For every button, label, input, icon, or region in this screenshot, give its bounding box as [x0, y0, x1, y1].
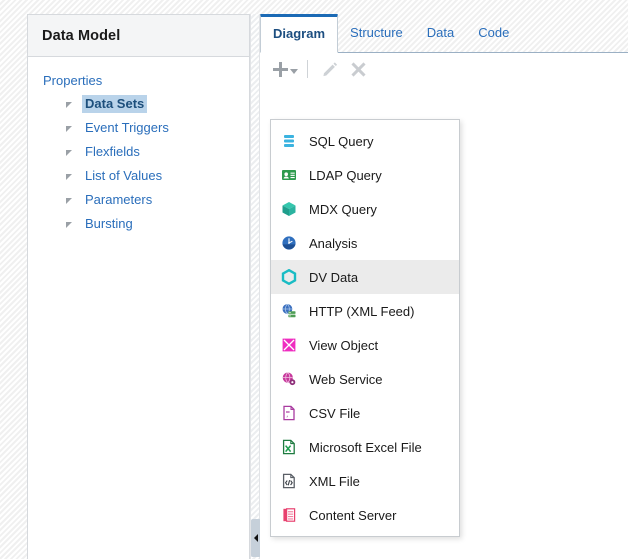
menu-item-sql-query[interactable]: SQL Query	[271, 124, 459, 158]
diagram-canvas: SQL Query LDAP Query	[260, 53, 628, 559]
expand-arrow-icon[interactable]	[66, 125, 72, 132]
tab-diagram[interactable]: Diagram	[260, 14, 339, 53]
add-dataset-menu: SQL Query LDAP Query	[270, 119, 460, 537]
tree-item-list-of-values[interactable]: List of Values	[28, 164, 249, 188]
content-server-icon	[280, 506, 298, 524]
tree-item-flexfields[interactable]: Flexfields	[28, 140, 249, 164]
analysis-icon	[280, 234, 298, 252]
menu-item-xml-file[interactable]: XML File	[271, 464, 459, 498]
database-icon	[280, 132, 298, 150]
menu-item-label: MDX Query	[309, 201, 377, 217]
edit-dataset-button[interactable]	[317, 56, 343, 82]
expand-arrow-icon[interactable]	[66, 197, 72, 204]
plus-icon	[272, 61, 288, 77]
data-model-panel-header: Data Model	[28, 15, 249, 57]
ldap-card-icon	[280, 166, 298, 184]
menu-item-web-service[interactable]: Web Service	[271, 362, 459, 396]
menu-item-label: Web Service	[309, 371, 383, 387]
chevron-down-icon	[289, 68, 298, 74]
web-service-icon	[280, 370, 298, 388]
view-object-icon	[280, 336, 298, 354]
menu-item-content-server[interactable]: Content Server	[271, 498, 459, 532]
properties-tree: Properties Data Sets Event Triggers Flex…	[28, 57, 249, 236]
menu-item-label: Content Server	[309, 507, 397, 523]
csv-file-icon: ,	[280, 404, 298, 422]
menu-item-label: HTTP (XML Feed)	[309, 303, 415, 319]
close-icon	[351, 62, 365, 76]
menu-item-http-xml-feed[interactable]: HTTP (XML Feed)	[271, 294, 459, 328]
expand-arrow-icon[interactable]	[66, 173, 72, 180]
expand-arrow-icon[interactable]	[66, 101, 72, 108]
splitter-collapse-handle[interactable]	[251, 519, 261, 557]
tree-item-label: Event Triggers	[85, 120, 169, 135]
menu-item-label: View Object	[309, 337, 379, 353]
tree-item-bursting[interactable]: Bursting	[28, 212, 249, 236]
add-dataset-button[interactable]	[272, 56, 298, 82]
svg-text:,: ,	[286, 410, 288, 418]
tree-item-label: Data Sets	[82, 95, 148, 113]
tab-data[interactable]: Data	[426, 25, 455, 40]
tab-code[interactable]: Code	[478, 25, 510, 40]
menu-item-label: LDAP Query	[309, 167, 382, 183]
tree-item-event-triggers[interactable]: Event Triggers	[28, 116, 249, 140]
tree-item-label: Flexfields	[85, 144, 140, 159]
data-model-panel: Data Model Properties Data Sets Event Tr…	[27, 14, 250, 559]
hexagon-icon	[280, 268, 298, 286]
menu-item-label: XML File	[309, 473, 360, 489]
menu-item-label: CSV File	[309, 405, 361, 421]
menu-item-label: DV Data	[309, 269, 359, 285]
menu-item-view-object[interactable]: View Object	[271, 328, 459, 362]
toolbar-separator	[307, 60, 308, 78]
page-title: Data Model	[42, 27, 121, 44]
tab-structure[interactable]: Structure	[350, 25, 403, 40]
xml-file-icon	[280, 472, 298, 490]
chevron-left-icon	[254, 534, 258, 542]
tree-item-label: Parameters	[85, 192, 153, 207]
pencil-icon	[323, 62, 338, 77]
diagram-toolbar	[260, 53, 628, 85]
menu-item-label: SQL Query	[309, 133, 374, 149]
menu-item-csv-file[interactable]: , CSV File	[271, 396, 459, 430]
delete-dataset-button[interactable]	[345, 56, 371, 82]
menu-item-analysis[interactable]: Analysis	[271, 226, 459, 260]
http-feed-icon	[280, 302, 298, 320]
menu-item-label: Microsoft Excel File	[309, 439, 422, 455]
tree-item-parameters[interactable]: Parameters	[28, 188, 249, 212]
menu-item-mdx-query[interactable]: MDX Query	[271, 192, 459, 226]
tree-root-properties[interactable]: Properties	[43, 73, 103, 88]
cube-icon	[280, 200, 298, 218]
menu-item-microsoft-excel-file[interactable]: Microsoft Excel File	[271, 430, 459, 464]
editor-panel: Diagram Structure Data Code	[260, 14, 628, 559]
tree-item-label: Bursting	[85, 216, 133, 231]
tree-item-label: List of Values	[85, 168, 163, 183]
expand-arrow-icon[interactable]	[66, 221, 72, 228]
panel-splitter[interactable]	[250, 14, 261, 559]
menu-item-dv-data[interactable]: DV Data	[271, 260, 459, 294]
expand-arrow-icon[interactable]	[66, 149, 72, 156]
menu-item-label: Analysis	[309, 235, 358, 251]
menu-item-ldap-query[interactable]: LDAP Query	[271, 158, 459, 192]
tree-item-data-sets[interactable]: Data Sets	[28, 92, 249, 116]
excel-file-icon	[280, 438, 298, 456]
editor-tabstrip: Diagram Structure Data Code	[260, 14, 628, 53]
